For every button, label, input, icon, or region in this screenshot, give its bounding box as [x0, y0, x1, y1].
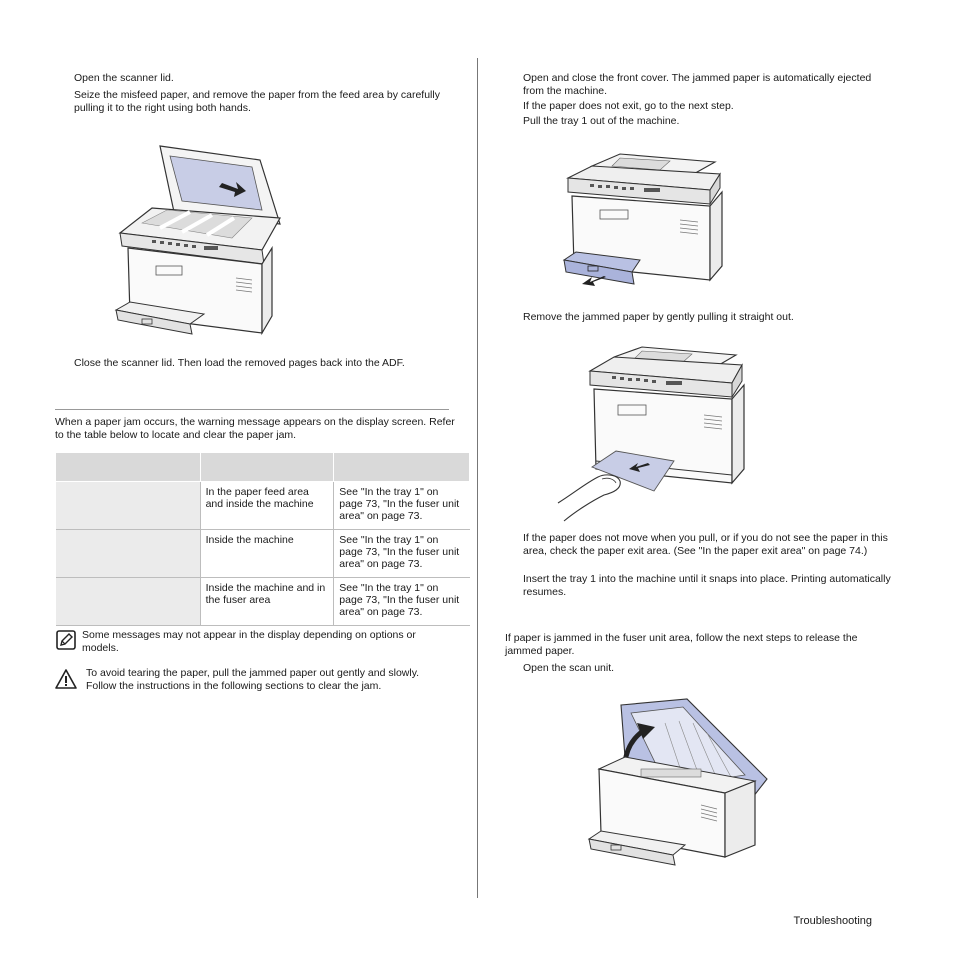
- table-cell-message: [55, 481, 201, 530]
- note-text: Some messages may not appear in the disp…: [82, 629, 416, 654]
- paper-jam-intro: When a paper jam occurs, the warning mes…: [55, 416, 455, 441]
- illustration-pull-tray: [562, 153, 723, 286]
- table-header-row: [55, 452, 470, 482]
- step-open-scanner-lid: Open the scanner lid.: [74, 72, 174, 84]
- table-header-location: [199, 452, 335, 482]
- step-open-close-front-cover: Open and close the front cover. The jamm…: [523, 72, 872, 97]
- fuser-intro: If paper is jammed in the fuser unit are…: [505, 632, 858, 657]
- step-remove-jammed-paper: Remove the jammed paper by gently pullin…: [523, 311, 794, 323]
- note-pencil-icon: [56, 630, 76, 650]
- step-seize-paper: Seize the misfeed paper, and remove the …: [74, 89, 440, 114]
- table-header-goto: [333, 452, 470, 482]
- table-cell-message: [55, 577, 201, 626]
- step-close-scanner-lid: Close the scanner lid. Then load the rem…: [74, 357, 405, 369]
- table-cell-location: Inside the machine: [200, 529, 335, 578]
- table-cell-goto: See "In the tray 1" on page 73, "In the …: [333, 577, 470, 626]
- column-divider: [477, 58, 478, 898]
- caution-text: To avoid tearing the paper, pull the jam…: [86, 667, 420, 692]
- step-check-paper-exit: If the paper does not move when you pull…: [523, 532, 888, 557]
- step-open-scan-unit: Open the scan unit.: [523, 662, 615, 674]
- warning-triangle-icon: [55, 669, 77, 689]
- table-cell-location: Inside the machine and in the fuser area: [200, 577, 335, 626]
- step-pull-tray: Pull the tray 1 out of the machine.: [523, 115, 680, 127]
- illustration-open-scan-unit: [587, 698, 768, 866]
- table-cell-location: In the paper feed area and inside the ma…: [200, 481, 335, 530]
- step-insert-tray: Insert the tray 1 into the machine until…: [523, 573, 891, 598]
- table-cell-message: [55, 529, 201, 578]
- table-header-message: [55, 452, 201, 482]
- illustration-remove-paper: [557, 346, 745, 522]
- paper-jam-table: In the paper feed area and inside the ma…: [55, 452, 470, 626]
- table-cell-goto: See "In the tray 1" on page 73, "In the …: [333, 529, 470, 578]
- footer-section-title: Troubleshooting: [793, 915, 872, 927]
- table-cell-goto: See "In the tray 1" on page 73, "In the …: [333, 481, 470, 530]
- table-row: Inside the machine See "In the tray 1" o…: [55, 529, 470, 578]
- section-rule: [55, 409, 449, 410]
- illustration-scanner-lid-open: [114, 145, 281, 336]
- step-paper-not-exit: If the paper does not exit, go to the ne…: [523, 100, 734, 112]
- table-row: In the paper feed area and inside the ma…: [55, 481, 470, 530]
- table-row: Inside the machine and in the fuser area…: [55, 577, 470, 626]
